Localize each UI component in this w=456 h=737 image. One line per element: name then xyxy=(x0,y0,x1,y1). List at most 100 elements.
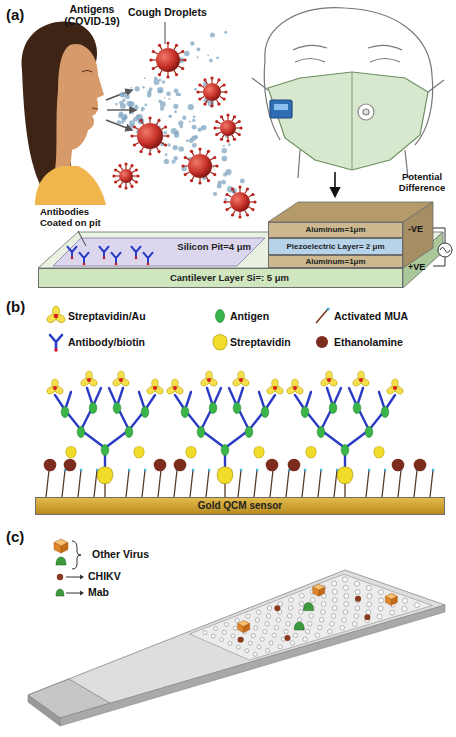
droplet xyxy=(121,92,127,98)
virus-particle xyxy=(253,200,256,203)
antibody-cluster xyxy=(327,388,333,406)
virus-particle xyxy=(213,113,242,142)
virus-particle xyxy=(181,67,184,70)
droplet xyxy=(217,184,222,189)
grid-well xyxy=(293,633,297,637)
virus-particle xyxy=(149,149,150,153)
antigen-symbol xyxy=(141,406,149,417)
strep-symbol xyxy=(186,446,197,458)
antibody-symbol xyxy=(144,253,153,264)
virus-particle xyxy=(130,164,133,167)
sensor-surface xyxy=(80,469,83,472)
trefoil-symbol xyxy=(119,378,123,382)
silicon-pit: Silicon Pit=4 μm xyxy=(51,237,267,267)
droplet xyxy=(121,114,127,120)
droplet xyxy=(221,180,226,185)
antigen-symbol xyxy=(113,402,121,413)
antibody-cluster xyxy=(81,406,93,430)
antigen-symbol xyxy=(77,426,85,437)
grid-well xyxy=(332,606,337,611)
strip-particles xyxy=(313,587,319,596)
grid-well xyxy=(332,581,337,586)
virus-particle xyxy=(217,100,219,103)
antigen-symbol xyxy=(125,426,133,437)
antigen-symbol xyxy=(216,310,225,323)
grid-well xyxy=(244,622,248,626)
grid-well xyxy=(246,614,250,618)
sensor-surface xyxy=(254,470,257,497)
antibody-cluster xyxy=(321,430,345,448)
person-figure xyxy=(35,166,106,205)
antibody-symbol xyxy=(68,247,77,260)
antigen-symbol xyxy=(61,406,69,417)
virus-particle xyxy=(233,190,235,193)
droplet xyxy=(158,90,161,93)
strip-particles xyxy=(238,584,398,643)
trefoil-symbol xyxy=(232,377,243,387)
legend-symbol xyxy=(210,332,230,352)
droplet xyxy=(131,112,133,114)
virus-particle xyxy=(125,183,126,187)
trefoil-symbol xyxy=(392,379,398,388)
droplet xyxy=(224,31,227,34)
droplet xyxy=(124,120,126,122)
strep-symbol xyxy=(217,467,233,484)
virus-particle xyxy=(210,104,213,107)
sensor-surface xyxy=(256,469,259,472)
ethanol-symbol xyxy=(316,336,328,348)
virus-particle xyxy=(217,81,219,84)
chikvdot-symbol xyxy=(364,614,370,620)
droplet xyxy=(115,103,118,106)
antigen-symbol xyxy=(365,426,373,437)
droplet xyxy=(157,87,163,93)
sensor-surface xyxy=(366,470,369,497)
virus-particle xyxy=(203,78,206,81)
virus-particle xyxy=(114,168,117,171)
grid-well xyxy=(224,622,228,626)
legend-symbol xyxy=(312,332,332,352)
grid-well xyxy=(333,598,338,603)
antibody-symbol xyxy=(68,247,77,258)
antibody-cluster xyxy=(201,406,213,430)
legend-symbol xyxy=(46,306,66,326)
virus-particle xyxy=(135,180,138,183)
cantilever-device xyxy=(433,257,445,266)
grid-well xyxy=(318,625,322,629)
other-symbol xyxy=(72,541,81,569)
droplet xyxy=(144,104,147,107)
virus-particle xyxy=(220,115,223,118)
antibody-cluster xyxy=(185,392,191,410)
droplet xyxy=(223,172,227,176)
piezo-layer: Piezoelectric Layer= 2 μm xyxy=(268,238,403,255)
droplet xyxy=(227,186,233,192)
cough-arrows xyxy=(106,90,132,100)
trefoil-symbol xyxy=(87,377,98,387)
grid-well xyxy=(344,602,349,607)
droplet-dots xyxy=(115,31,245,201)
trefoil-symbol xyxy=(46,385,57,395)
grid-well xyxy=(289,598,294,603)
virus-particle xyxy=(246,187,249,190)
droplet xyxy=(222,156,228,162)
layer-label: Gold QCM sensor xyxy=(198,501,282,511)
droplet xyxy=(160,106,164,110)
strep-symbol xyxy=(213,335,227,351)
cough-arrows xyxy=(106,120,132,130)
virus-particle xyxy=(148,116,151,119)
strep-symbol xyxy=(254,446,265,458)
grid-well xyxy=(390,602,395,607)
antibody-cluster xyxy=(357,388,363,406)
virus-particle xyxy=(223,83,226,86)
droplet xyxy=(135,104,137,106)
antibody-coating xyxy=(68,231,153,265)
virus-particle xyxy=(206,81,208,84)
grid-well xyxy=(367,594,372,599)
legend-text: Antibody/biotin xyxy=(68,336,145,348)
sensor-surface xyxy=(320,469,323,472)
virus-particle xyxy=(158,44,161,47)
legend-text: Antigen xyxy=(230,310,269,322)
ethanol-symbol xyxy=(414,459,427,472)
trefoil-symbol xyxy=(273,385,284,395)
legend-symbol xyxy=(56,570,86,584)
sensing-grid xyxy=(190,574,433,660)
